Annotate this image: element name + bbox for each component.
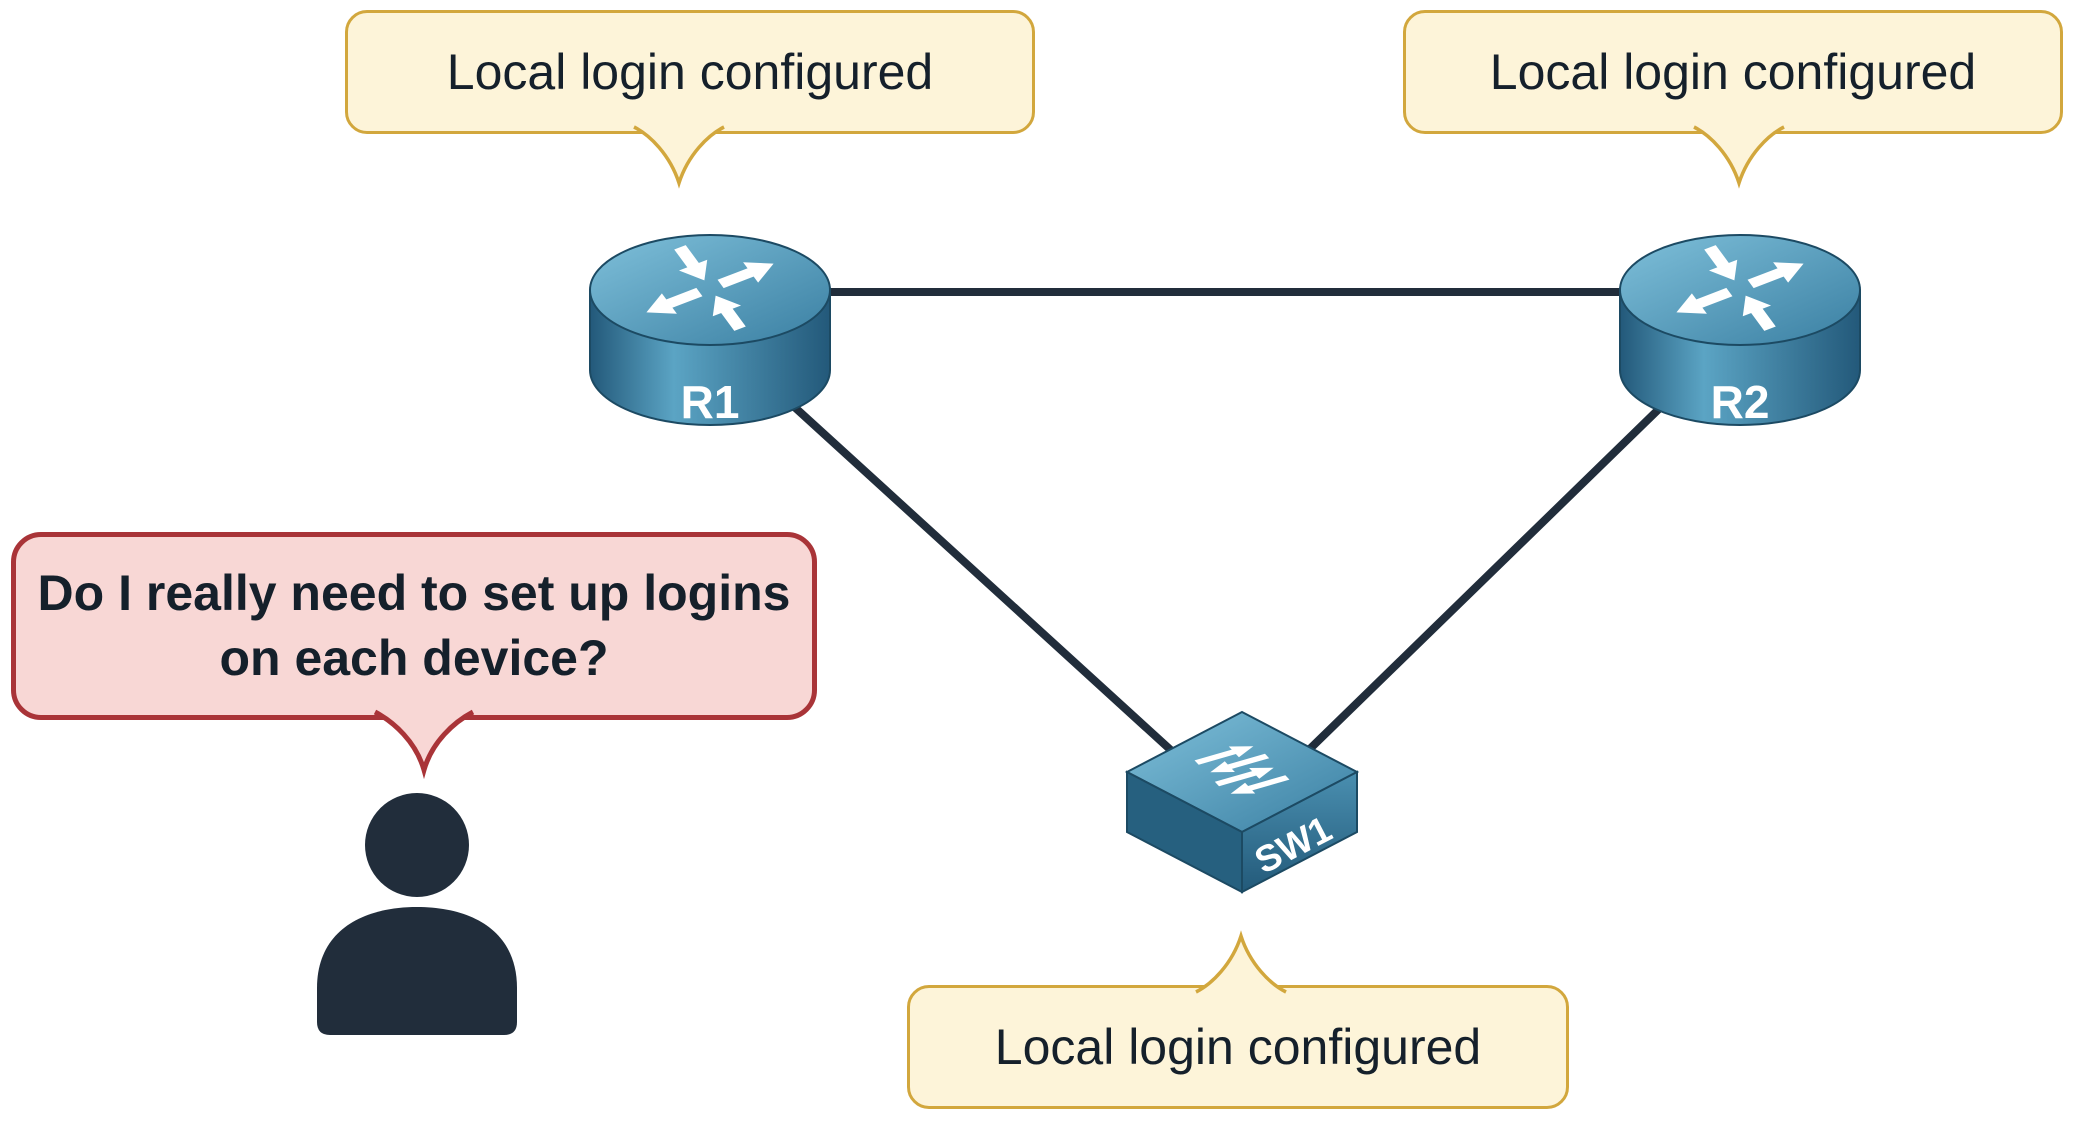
callout-r1-note: Local login configured <box>345 10 1035 189</box>
callout-r2-note-text: Local login configured <box>1489 44 1977 100</box>
callout-tail-down-icon <box>633 125 725 189</box>
router-r1-label: R1 <box>681 376 740 428</box>
person-icon <box>317 793 517 1035</box>
callout-tail-down-icon <box>373 709 475 780</box>
router-r2-label: R2 <box>1711 376 1770 428</box>
callout-question-text: Do I really need to set up logins on eac… <box>37 565 791 686</box>
link-r1-sw1 <box>706 326 1246 819</box>
switch-sw1-icon: SW1 <box>1112 700 1372 935</box>
callout-tail-up-icon <box>1195 930 1287 994</box>
callout-sw1-note-text: Local login configured <box>994 1019 1482 1075</box>
router-r2-icon: R2 <box>1612 230 1868 430</box>
callout-sw1-note: Local login configured <box>907 930 1569 1109</box>
callout-r1-note-text: Local login configured <box>446 44 934 100</box>
link-r2-sw1 <box>1238 326 1744 819</box>
callout-r2-note: Local login configured <box>1403 10 2063 189</box>
callout-tail-down-icon <box>1693 125 1785 189</box>
router-r1-icon: R1 <box>582 230 838 430</box>
callout-question: Do I really need to set up logins on eac… <box>11 532 817 780</box>
